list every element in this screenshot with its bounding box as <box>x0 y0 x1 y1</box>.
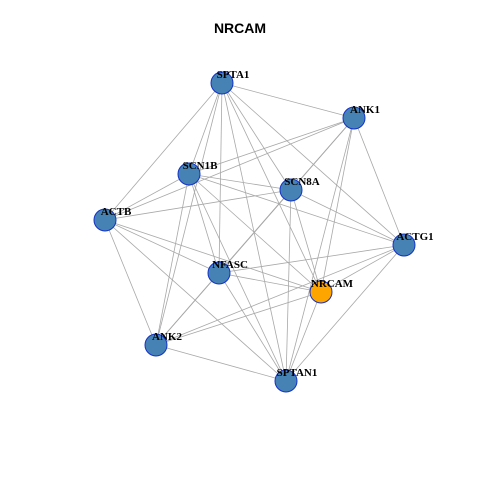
edge-ank1-scn1b <box>188 117 355 175</box>
edge-nrcam-sptan1 <box>285 291 322 382</box>
edge-actb-ank2 <box>104 219 157 346</box>
edge-actg1-sptan1 <box>285 244 405 382</box>
edge-spta1-scn1b <box>188 82 223 175</box>
node-label-sptan1: SPTAN1 <box>277 367 318 379</box>
node-label-nfasc: NFASC <box>212 259 248 271</box>
edge-scn1b-scn8a <box>188 173 292 191</box>
edge-ank2-sptan1 <box>155 344 287 382</box>
edge-scn1b-ank2 <box>155 173 190 346</box>
edge-spta1-ank2 <box>155 82 223 346</box>
edge-spta1-ank1 <box>221 82 355 119</box>
node-actb <box>93 208 117 232</box>
edge-spta1-actb <box>104 82 223 221</box>
edge-nfasc-ank2 <box>155 272 220 346</box>
edge-scn8a-sptan1 <box>285 189 292 382</box>
edge-scn8a-actg1 <box>290 189 405 246</box>
edge-scn8a-actb <box>104 189 292 221</box>
node-label-ank1: ANK1 <box>350 104 380 116</box>
node-sptan1 <box>274 369 298 393</box>
node-layer <box>93 71 416 393</box>
edge-scn1b-actb <box>104 173 190 221</box>
node-ank2 <box>144 333 168 357</box>
node-actg1 <box>392 233 416 257</box>
edge-spta1-actg1 <box>221 82 405 246</box>
edge-ank1-actg1 <box>353 117 405 246</box>
node-scn8a <box>279 178 303 202</box>
edge-nfasc-sptan1 <box>218 272 287 382</box>
edge-nrcam-ank2 <box>155 291 322 346</box>
edge-ank1-nrcam <box>320 117 355 293</box>
edge-actg1-nrcam <box>320 244 405 293</box>
node-ank1 <box>342 106 366 130</box>
edge-actb-nrcam <box>104 219 322 293</box>
node-nfasc <box>207 261 231 285</box>
node-label-nrcam: NRCAM <box>311 278 354 290</box>
node-spta1 <box>210 71 234 95</box>
node-label-ank2: ANK2 <box>152 331 182 343</box>
node-scn1b <box>177 162 201 186</box>
edge-layer <box>104 82 405 382</box>
edge-ank1-sptan1 <box>285 117 355 382</box>
edge-ank1-actb <box>104 117 355 221</box>
edge-spta1-scn8a <box>221 82 292 191</box>
node-label-actb: ACTB <box>101 206 132 218</box>
edge-actb-nfasc <box>104 219 220 274</box>
edge-spta1-nfasc <box>218 82 223 274</box>
graph-title: NRCAM <box>213 20 267 36</box>
edge-nfasc-nrcam <box>218 272 322 293</box>
node-label-actg1: ACTG1 <box>396 231 433 243</box>
edge-scn8a-nrcam <box>290 189 322 293</box>
edge-spta1-nrcam <box>221 82 322 293</box>
edge-actg1-nfasc <box>218 244 405 274</box>
node-label-scn1b: SCN1B <box>183 160 219 172</box>
node-label-scn8a: SCN8A <box>284 176 320 188</box>
node-label-spta1: SPTA1 <box>217 69 250 81</box>
node-nrcam <box>309 280 333 304</box>
edge-actb-sptan1 <box>104 219 287 382</box>
edge-scn1b-sptan1 <box>188 173 287 382</box>
edge-actg1-ank2 <box>155 244 405 346</box>
edge-scn1b-nrcam <box>188 173 322 293</box>
